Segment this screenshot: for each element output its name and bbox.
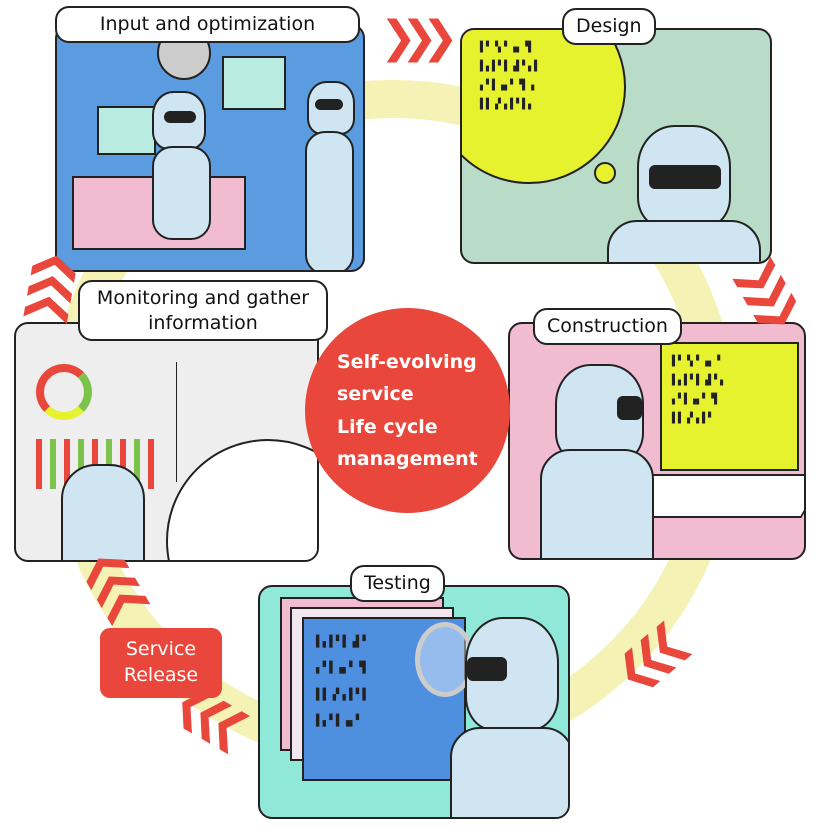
person-illustration <box>166 439 317 560</box>
construction-panel: ▌▘▝▖▘▗▖▝▌▖▌▘▌▗▌▘▖▖▘▌▗▖▘▝▌▌▌▗▘▖▌▘ <box>508 322 806 560</box>
code-illustration: ▌▘▝▖▘▗▖▝▌▌▖▌▘▌▗▌▘▖▌▖▘▌▗▖▘▝▌▗▌▌▗▘▖▌▘▌▖ <box>480 42 541 110</box>
robot-body <box>540 449 654 558</box>
monitor-illustration: ▌▘▝▖▘▗▖▝▌▖▌▘▌▗▌▘▖▖▘▌▗▖▘▝▌▌▌▗▘▖▌▘ <box>660 342 799 471</box>
robot-illustration <box>555 364 644 463</box>
robot-illustration <box>465 617 559 731</box>
robot-illustration <box>307 81 355 135</box>
bubble-dot <box>594 162 616 184</box>
testing-panel: ▌▖▌▘▌▗▌▘▖▘▌▗▖▘▝▌▌▌▗▘▖▌▘▌▌▖▘▌▗▖▘ <box>258 585 570 819</box>
stage-label-construction: Construction <box>533 308 682 345</box>
center-title: Self-evolving service Life cycle managem… <box>305 308 510 513</box>
center-line: Self-evolving <box>337 350 477 373</box>
robot-illustration <box>61 464 145 560</box>
monitoring-panel <box>14 322 319 562</box>
design-panel: ▌▘▝▖▘▗▖▝▌▌▖▌▘▌▗▌▘▖▌▖▘▌▗▖▘▝▌▗▌▌▗▘▖▌▘▌▖ <box>460 28 772 264</box>
screen-illustration <box>97 106 156 155</box>
robot-body <box>305 131 354 270</box>
stage-label-monitoring: Monitoring and gather information <box>78 280 328 342</box>
chevron-right-icon: ❯❯❯ <box>380 12 459 63</box>
robot-body <box>152 146 211 240</box>
screen-illustration <box>222 56 286 110</box>
robot-illustration <box>637 125 731 229</box>
document-illustration: ▌▖▌▘▌▗▌▘▖▘▌▗▖▘▝▌▌▌▗▘▖▌▘▌▌▖▘▌▗▖▘ <box>302 617 466 781</box>
stage-label-design: Design <box>562 8 656 45</box>
robot-illustration <box>152 91 206 150</box>
robot-body <box>450 727 568 817</box>
release-line: Service <box>125 638 197 661</box>
keyboard-illustration <box>627 474 804 518</box>
center-line: service <box>337 383 414 406</box>
stage-label-input: Input and optimization <box>55 6 360 43</box>
input-panel <box>55 24 365 272</box>
donut-chart-icon <box>36 364 92 420</box>
chevron-up-icon: ❯❯❯ <box>15 260 77 331</box>
release-line: Release <box>123 664 199 686</box>
service-release-badge: Service Release <box>100 628 222 698</box>
stage-label-testing: Testing <box>350 565 445 602</box>
center-line: management <box>337 447 478 470</box>
center-line: Life cycle <box>337 415 438 438</box>
robot-body <box>607 220 761 262</box>
